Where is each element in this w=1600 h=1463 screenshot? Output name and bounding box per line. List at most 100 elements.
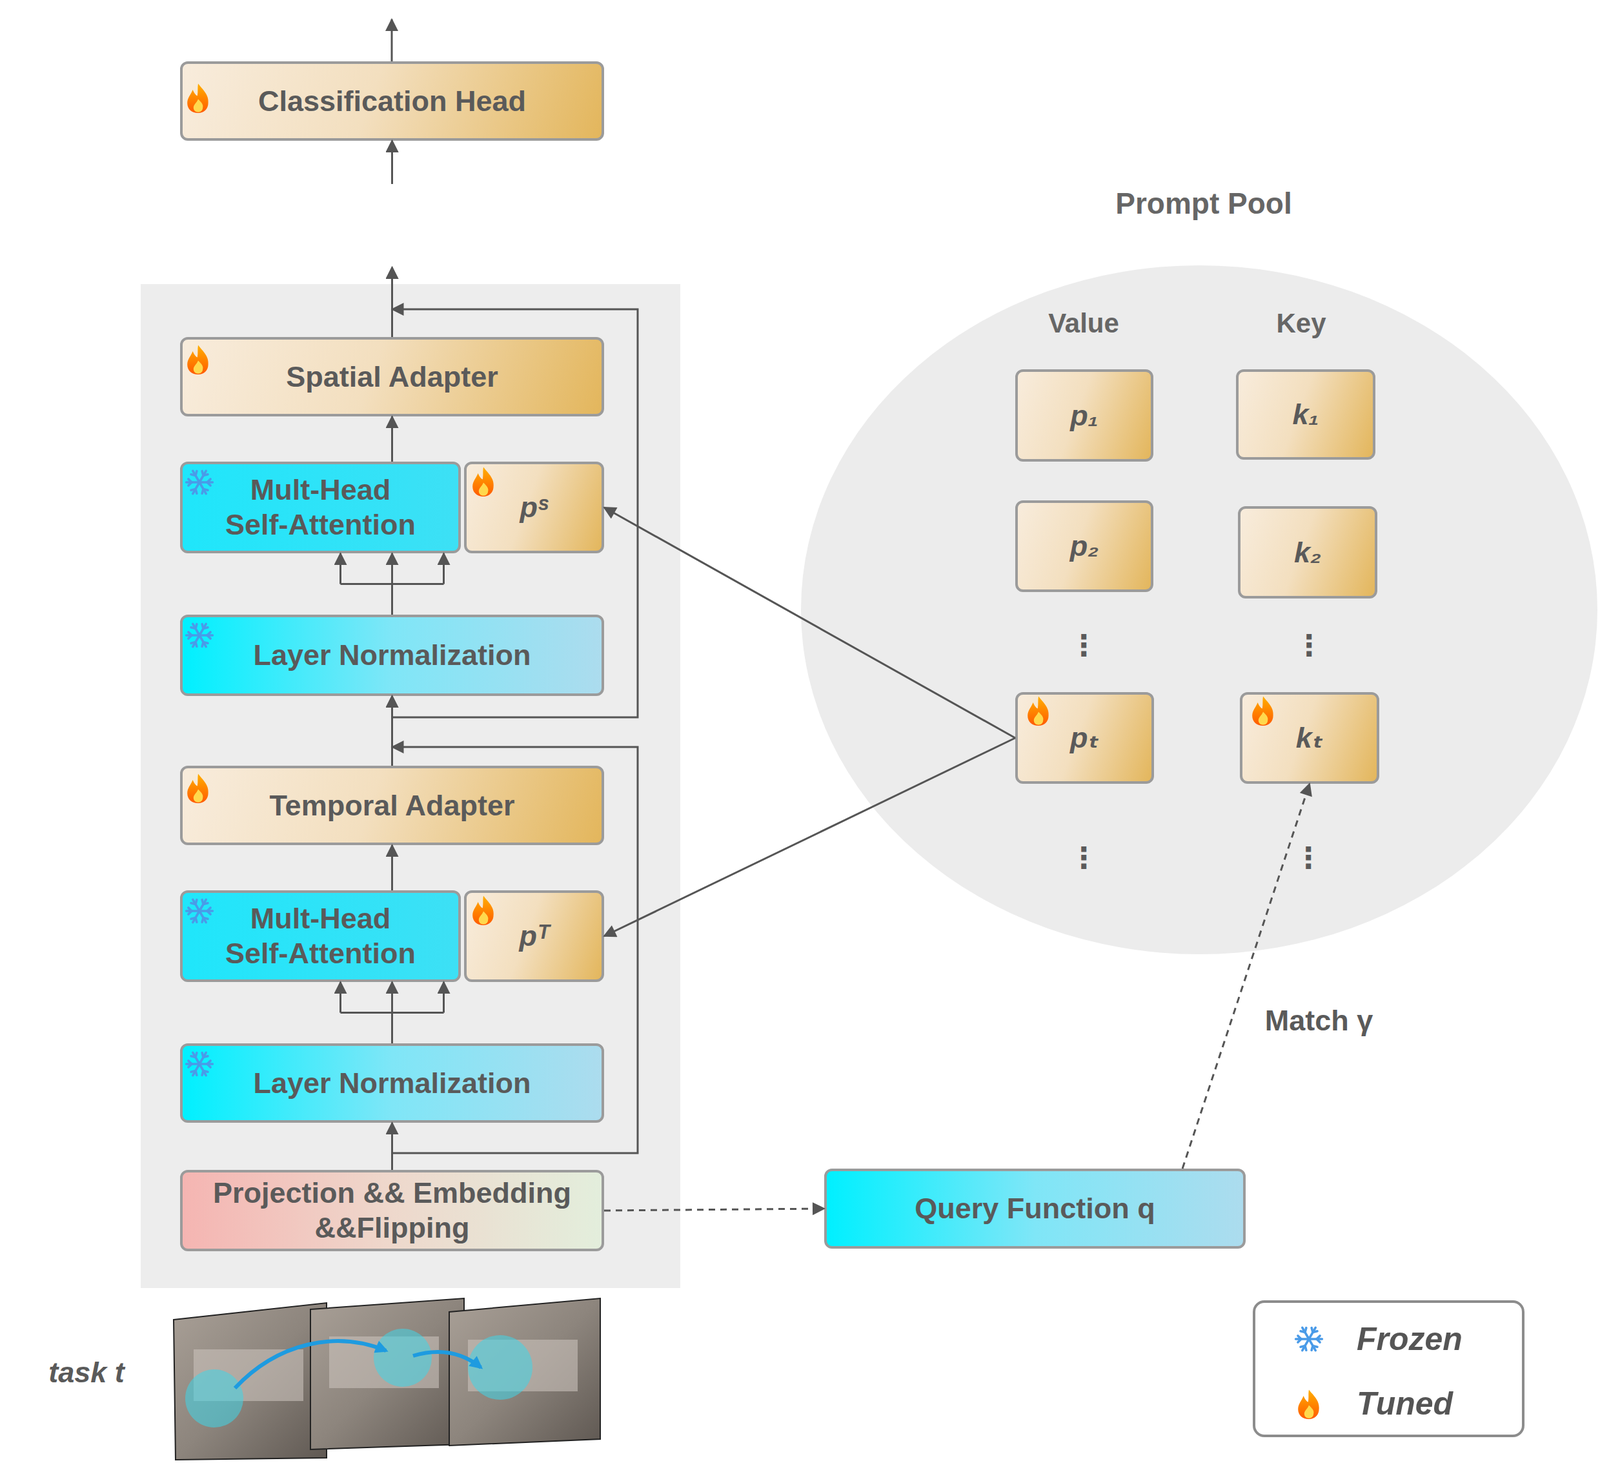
prompt-key-box: kₜ	[1239, 691, 1380, 784]
task-label: task t	[48, 1355, 125, 1389]
adapter-box: Temporal Adapter	[180, 765, 605, 845]
connector-segment	[392, 746, 639, 1170]
node-label: Spatial Adapter	[285, 359, 498, 395]
ellipsis-mark: ⋮	[1294, 627, 1324, 663]
node-label: k₁	[1292, 396, 1320, 432]
legend-box: FrozenTuned	[1252, 1299, 1525, 1437]
prompt-key-box: k₂	[1237, 506, 1378, 599]
connector-segment	[340, 1011, 445, 1014]
node-label: Value	[1048, 307, 1120, 340]
connector-segment	[391, 267, 394, 310]
prompt-box: pᵀ	[464, 890, 605, 982]
legend-text: Tuned	[1356, 1384, 1453, 1422]
node-label: Query Function q	[914, 1190, 1156, 1226]
query-function-box: Query Function q	[824, 1168, 1246, 1249]
connector-segment	[391, 981, 394, 1013]
connector-segment	[391, 1122, 394, 1170]
legend-entry: Tuned	[1255, 1377, 1522, 1429]
flow-arrow	[340, 553, 445, 615]
dashed-arrow	[1182, 783, 1310, 1169]
prompt-pool: Prompt PoolValueKeyp₁k₁p₂k₂pₜkₜ	[800, 265, 1598, 954]
prompt-key-box: k₁	[1235, 369, 1376, 460]
node-label: Projection && Embedding &&Flipping	[198, 1175, 587, 1246]
tuned-icon	[182, 771, 214, 803]
frozen-icon	[183, 619, 215, 651]
connector-segment	[1182, 783, 1310, 1169]
node-label: Key	[1275, 307, 1326, 340]
prompt-value-box: pₜ	[1015, 691, 1155, 784]
tuned-icon	[467, 893, 499, 925]
connector-segment	[604, 1208, 825, 1211]
connector-segment	[604, 737, 1016, 936]
connector-segment	[339, 981, 342, 1013]
flow-arrow	[604, 507, 1016, 738]
flow-arrow	[392, 140, 639, 766]
flow-arrow	[391, 695, 393, 766]
connector-segment	[391, 844, 394, 891]
frozen-icon	[183, 466, 215, 498]
node-label: k₂	[1294, 535, 1322, 570]
node-label: Layer Normalization	[253, 637, 531, 673]
tuned-icon	[467, 465, 499, 497]
node-label: pₜ	[1070, 720, 1100, 756]
node-label: Prompt Pool	[1115, 185, 1292, 222]
node-label: kₜ	[1296, 720, 1324, 756]
connector-segment	[392, 309, 639, 766]
frozen-icon	[183, 1048, 215, 1080]
node-label: Temporal Adapter	[269, 788, 515, 823]
node-label: Layer Normalization	[253, 1065, 531, 1101]
node-label: p₁	[1070, 398, 1098, 434]
connector-segment	[442, 553, 445, 585]
tuned-icon	[182, 81, 214, 113]
legend-entry: Frozen	[1255, 1312, 1522, 1365]
attention-box: Mult-Head Self-Attention	[180, 461, 461, 554]
prompt-box: pˢ	[464, 461, 605, 554]
pool-ellipse	[800, 265, 1598, 954]
adapter-box: Spatial Adapter	[180, 336, 605, 417]
dashed-arrow	[604, 1208, 825, 1211]
node-label: Mult-Head Self-Attention	[220, 472, 421, 543]
norm-box: Layer Normalization	[180, 1043, 605, 1123]
connector-segment	[391, 695, 394, 747]
connector-segment	[340, 582, 445, 585]
flow-arrow	[391, 416, 393, 462]
connector-segment	[391, 553, 394, 585]
edge-label: Match γ	[1265, 1003, 1374, 1038]
connector-segment	[339, 553, 342, 585]
node-label: Mult-Head Self-Attention	[220, 901, 421, 971]
flow-arrow	[340, 981, 445, 1044]
connector-segment	[604, 507, 1016, 738]
ellipsis-mark: ⋮	[1069, 627, 1099, 663]
connector-segment	[391, 140, 394, 184]
connector-segment	[442, 981, 445, 1013]
frozen-icon	[183, 895, 215, 927]
node-label: Classification Head	[258, 83, 527, 119]
norm-box: Layer Normalization	[180, 614, 605, 696]
projection-box: Projection && Embedding &&Flipping	[180, 1169, 605, 1251]
connector-segment	[391, 695, 394, 766]
ellipsis-mark: ⋮	[1069, 840, 1099, 875]
classification-head: Classification Head	[180, 61, 605, 141]
tuned-icon	[182, 343, 214, 375]
ellipsis-mark: ⋮	[1294, 840, 1324, 875]
connector-segment	[391, 416, 394, 462]
tuned-icon	[1022, 694, 1054, 726]
legend-text: Frozen	[1356, 1319, 1463, 1358]
attention-box: Mult-Head Self-Attention	[180, 890, 461, 982]
flow-arrow	[392, 695, 639, 1170]
output-arrow	[391, 19, 394, 62]
prompt-value-box: p₁	[1015, 369, 1154, 462]
video-frames	[173, 1297, 601, 1460]
flow-arrow	[391, 1122, 393, 1170]
tuned-icon	[1293, 1387, 1325, 1419]
connector-segment	[391, 267, 394, 337]
node-label: pᵀ	[518, 918, 549, 954]
prompt-value-box: p₂	[1015, 500, 1154, 592]
connector-segment	[391, 140, 394, 184]
node-label: pˢ	[519, 489, 548, 525]
frozen-icon	[1293, 1323, 1325, 1355]
connector-segment	[391, 1012, 394, 1044]
